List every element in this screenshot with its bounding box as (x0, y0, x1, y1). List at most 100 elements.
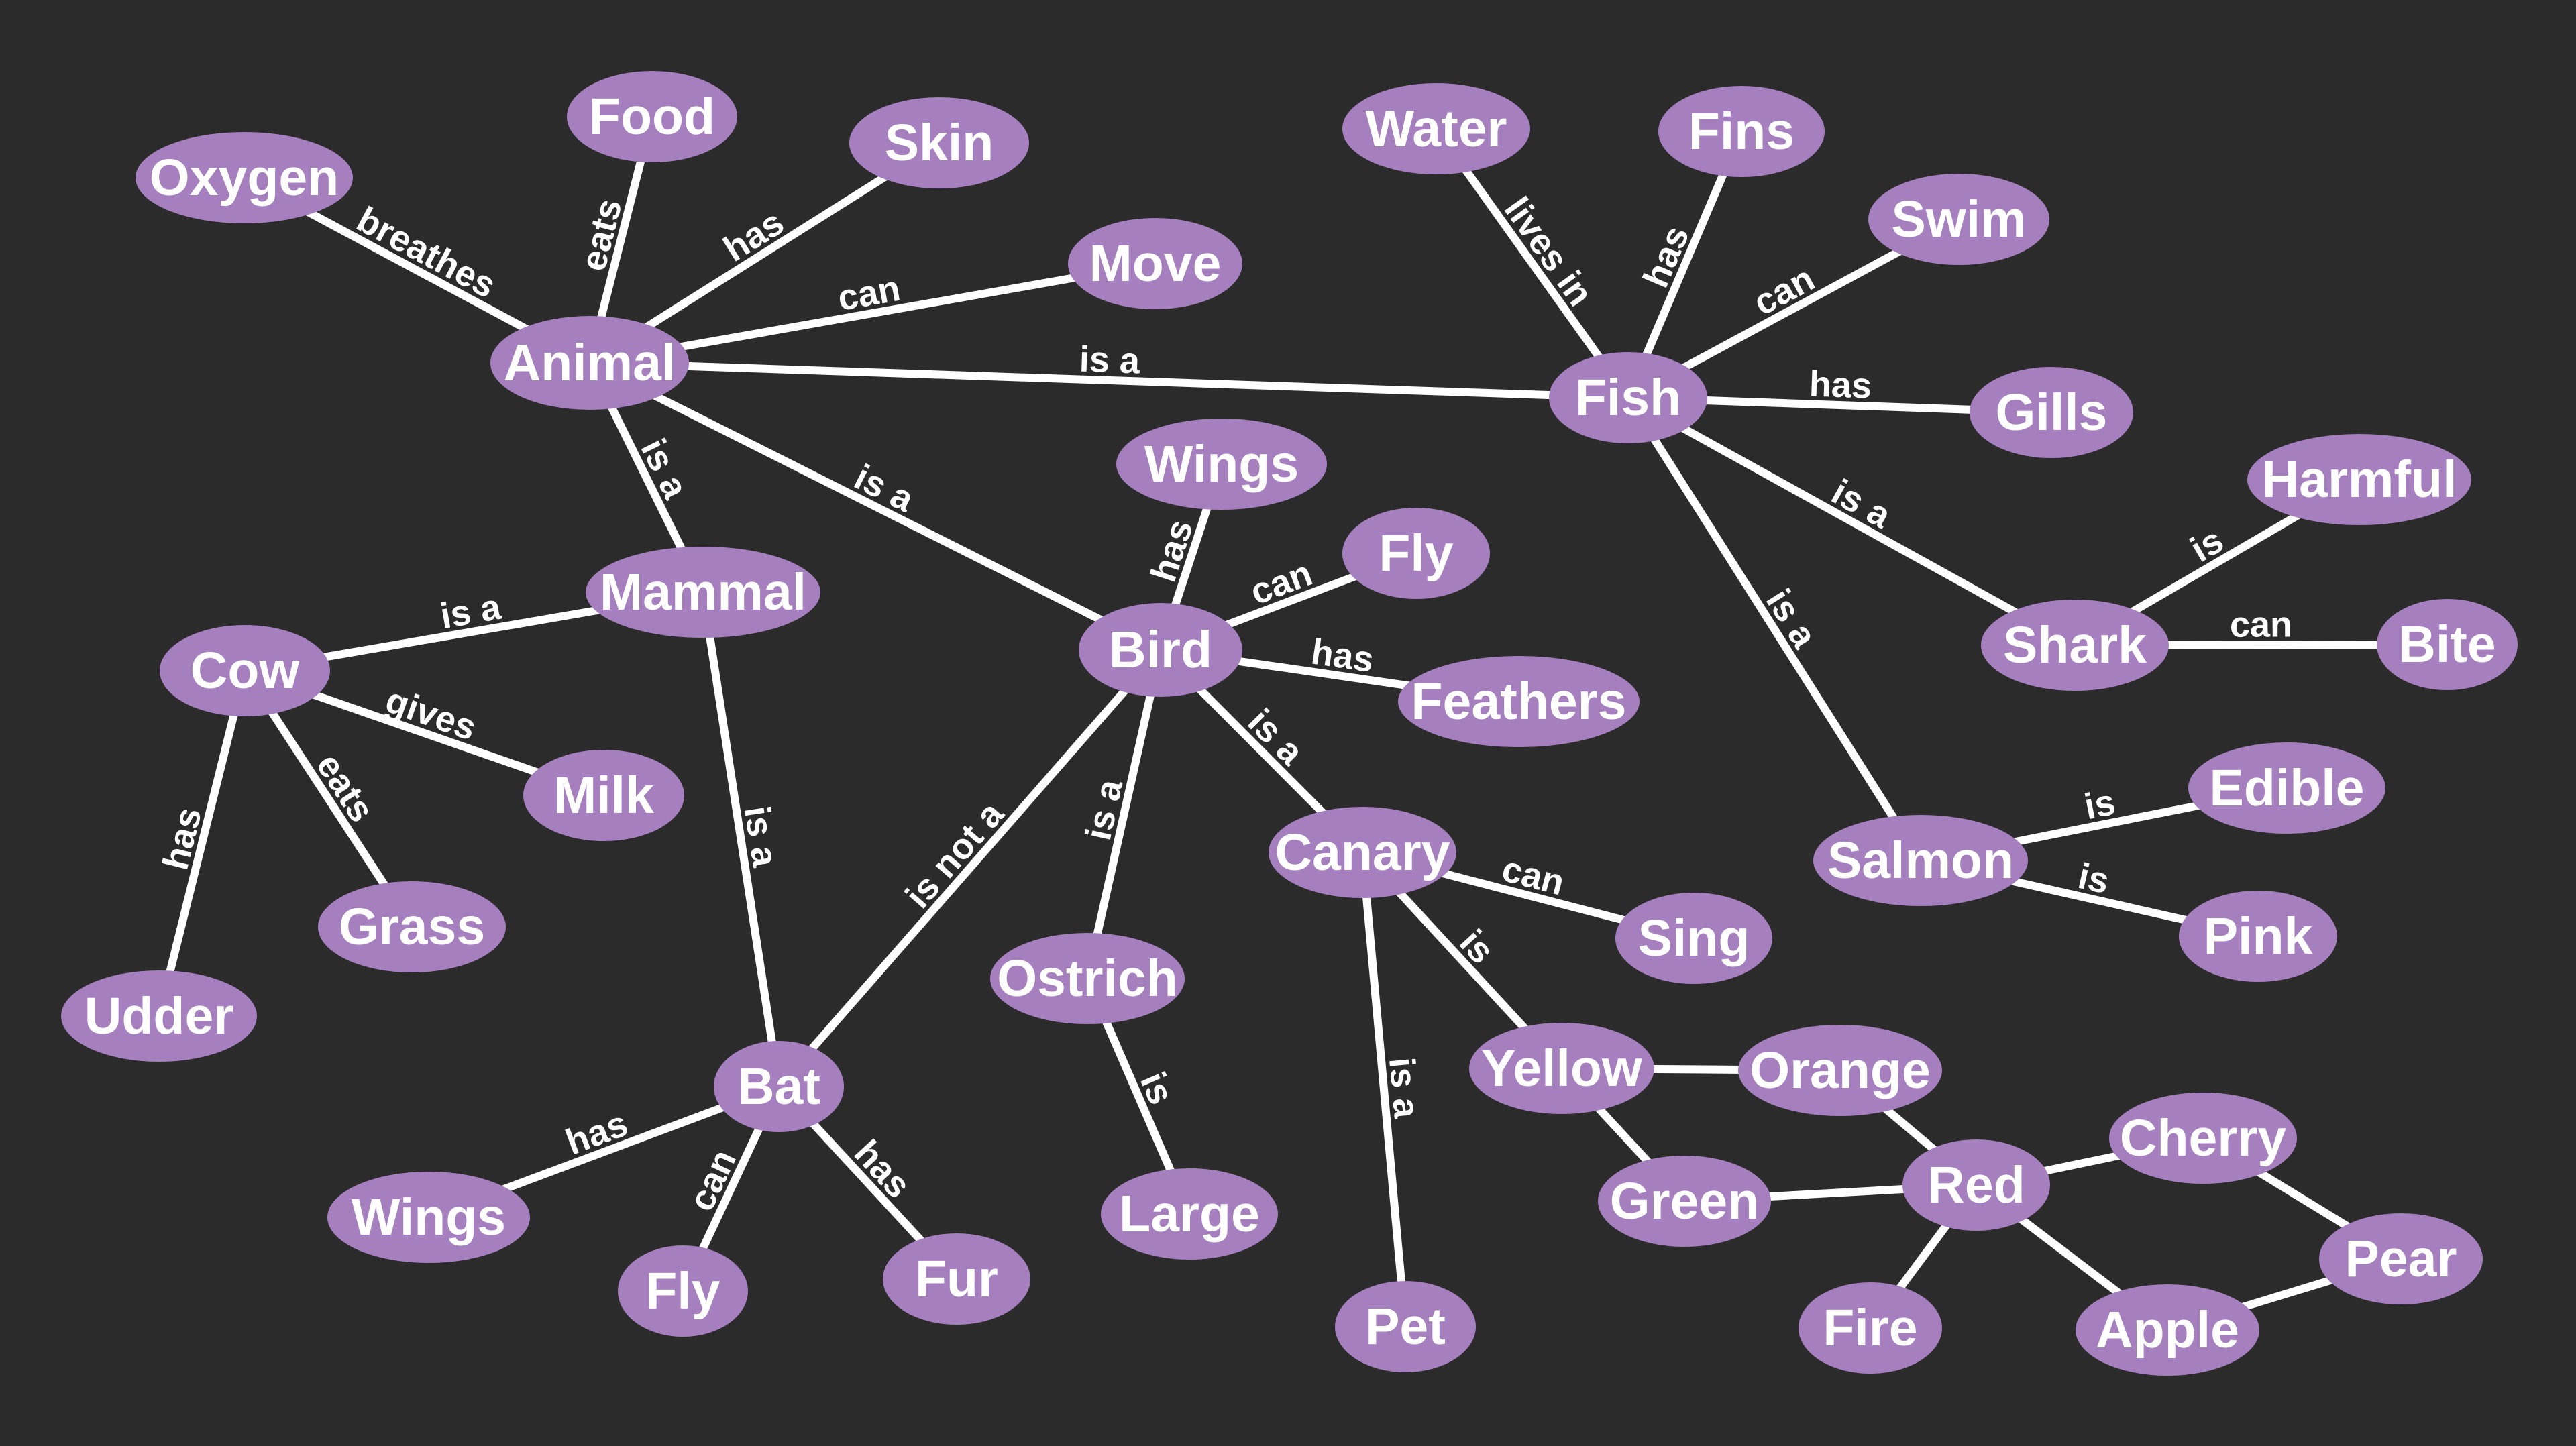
node-shape-mammal (586, 547, 820, 638)
node-shape-bite (2377, 599, 2518, 690)
node-shape-large (1101, 1168, 1278, 1260)
edge-animal-fish (586, 359, 1632, 402)
node-large: Large (1101, 1168, 1278, 1260)
node-shape-milk (523, 750, 684, 841)
node-label-pet: Pet (1365, 1298, 1446, 1355)
node-shape-fish (1549, 352, 1707, 443)
node-ostrich: Ostrich (990, 933, 1185, 1024)
node-oxygen: Oxygen (136, 132, 353, 223)
node-shape-apple (2076, 1284, 2259, 1376)
node-shark: Shark (1981, 600, 2169, 691)
node-shape-harmful (2247, 434, 2471, 525)
node-pink: Pink (2179, 891, 2337, 982)
node-shape-udder (61, 970, 257, 1062)
node-shape-fly2 (618, 1245, 748, 1337)
node-edible: Edible (2188, 742, 2385, 834)
node-shape-animal (490, 316, 689, 410)
node-label-udder: Udder (85, 987, 233, 1045)
node-label-canary: Canary (1275, 824, 1450, 881)
node-shape-orange (1738, 1025, 1942, 1116)
node-fire: Fire (1799, 1282, 1942, 1374)
node-food: Food (567, 71, 737, 162)
node-label-fly1: Fly (1379, 524, 1453, 582)
node-shape-wings1 (1116, 419, 1327, 510)
node-shape-feathers (1398, 656, 1640, 747)
node-canary: Canary (1269, 807, 1456, 898)
node-harmful: Harmful (2247, 434, 2471, 525)
node-label-feathers: Feathers (1411, 673, 1627, 730)
node-label-skin: Skin (885, 114, 994, 172)
edge-label-shark-bite: can (2230, 604, 2292, 645)
node-label-fur: Fur (915, 1250, 998, 1308)
edge-bird-ostrich (1083, 646, 1165, 983)
node-fly2: Fly (618, 1245, 748, 1337)
node-label-water: Water (1365, 100, 1507, 158)
node-pear: Pear (2319, 1213, 2483, 1304)
node-wings2: Wings (327, 1172, 530, 1263)
edge-mammal-bat (699, 588, 783, 1091)
node-shape-cherry (2109, 1093, 2297, 1184)
node-feathers: Feathers (1398, 656, 1640, 747)
node-label-wings2: Wings (352, 1188, 506, 1246)
node-shape-sing (1615, 893, 1772, 984)
node-animal: Animal (490, 316, 689, 410)
node-shape-oxygen (136, 132, 353, 223)
node-label-bite: Bite (2398, 616, 2496, 673)
node-grass: Grass (318, 881, 506, 972)
node-fins: Fins (1658, 86, 1825, 177)
edge-label-bird-feathers: has (1309, 631, 1377, 680)
edge-label-mammal-bat: is a (737, 803, 786, 870)
node-label-pink: Pink (2204, 907, 2313, 965)
node-label-bat: Bat (737, 1058, 820, 1115)
node-skin: Skin (849, 97, 1029, 188)
node-shape-pear (2319, 1213, 2483, 1304)
node-label-fish: Fish (1575, 369, 1681, 427)
node-label-swim: Swim (1891, 190, 2026, 248)
node-cow: Cow (160, 625, 330, 716)
edge-label-canary-pet: is a (1381, 1056, 1427, 1120)
node-orange: Orange (1738, 1025, 1942, 1116)
node-label-wings1: Wings (1144, 435, 1299, 493)
node-label-green: Green (1610, 1172, 1760, 1230)
edge-fish-salmon (1624, 394, 1925, 865)
node-label-grass: Grass (339, 898, 485, 956)
node-shape-food (567, 71, 737, 162)
node-label-fire: Fire (1823, 1299, 1917, 1357)
node-label-harmful: Harmful (2262, 451, 2457, 508)
node-cherry: Cherry (2109, 1093, 2297, 1184)
node-shape-move (1068, 218, 1242, 309)
node-shape-pink (2179, 891, 2337, 982)
edge-label-animal-fish: is a (1079, 339, 1141, 382)
node-move: Move (1068, 218, 1242, 309)
edge-animal-bird (586, 359, 1165, 654)
node-shape-shark (1981, 600, 2169, 691)
node-label-food: Food (589, 88, 715, 146)
node-shape-bird (1079, 603, 1242, 697)
node-shape-cow (160, 625, 330, 716)
node-label-milk: Milk (553, 767, 654, 824)
node-label-move: Move (1089, 235, 1222, 292)
node-bite: Bite (2377, 599, 2518, 690)
node-bird: Bird (1079, 603, 1242, 697)
node-shape-fire (1799, 1282, 1942, 1374)
node-water: Water (1342, 83, 1530, 174)
node-sing: Sing (1615, 893, 1772, 984)
node-red: Red (1902, 1139, 2050, 1231)
node-fly1: Fly (1342, 508, 1490, 599)
node-shape-skin (849, 97, 1029, 188)
node-shape-wings2 (327, 1172, 530, 1263)
node-shape-swim (1868, 174, 2049, 265)
node-label-cow: Cow (191, 642, 301, 700)
edge-animal-move (586, 260, 1159, 367)
node-label-large: Large (1119, 1185, 1260, 1243)
edge-canary-pet (1358, 848, 1409, 1331)
node-shape-green (1598, 1156, 1771, 1247)
node-shape-canary (1269, 807, 1456, 898)
node-label-sing: Sing (1638, 909, 1750, 967)
node-label-oxygen: Oxygen (150, 149, 339, 207)
node-udder: Udder (61, 970, 257, 1062)
node-fish: Fish (1549, 352, 1707, 443)
edge-fish-water (1432, 125, 1632, 402)
